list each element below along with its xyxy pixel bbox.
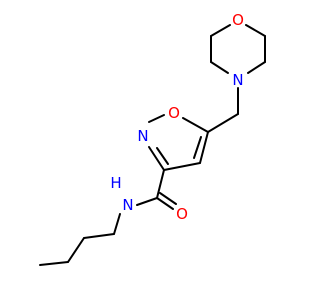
bond-butyl-c3-c4 <box>39 261 69 266</box>
bond-carbonyl-o-2 <box>159 192 177 205</box>
atom-o-carbonyl: O <box>176 205 188 223</box>
bond-n-butyl-c1 <box>113 213 121 235</box>
atom-h-amide: H <box>110 174 121 192</box>
bond-c4-c5 <box>199 131 209 164</box>
bond-o-c1 <box>210 24 231 37</box>
bond-c5-o <box>182 117 209 133</box>
bond-c2-n <box>210 61 229 74</box>
bond-c4-c5-inner <box>193 136 202 159</box>
bond-ch2-c5 <box>207 113 239 133</box>
structure-canvas: O N O N N H O <box>39 11 266 266</box>
bond-o-n <box>148 114 165 123</box>
bond-butyl-c2-c3 <box>67 237 85 263</box>
atom-o-isoxazole: O <box>168 104 180 122</box>
atom-n-isoxazole: N <box>137 127 148 145</box>
isoxazole-ring <box>148 114 209 171</box>
molecule-drawing: O N O N N H O <box>39 11 266 266</box>
bond-c3-c4 <box>163 162 201 171</box>
bond-carbonyl-o-1 <box>156 197 174 210</box>
atom-n-amide: N <box>122 196 133 214</box>
bond-n-c3-inner <box>156 147 169 165</box>
bond-butyl-c1-c2 <box>83 233 115 239</box>
bond-n-c3 <box>148 146 165 171</box>
morpholine-ring <box>210 24 266 74</box>
atom-n-morpholine: N <box>232 71 243 89</box>
bond-carbonyl-n <box>136 197 158 206</box>
bond-c3-carbonyl <box>156 169 165 199</box>
bond-n-c3 <box>247 61 266 74</box>
bond-c4-o <box>245 24 266 37</box>
atom-o-morpholine: O <box>232 11 244 29</box>
